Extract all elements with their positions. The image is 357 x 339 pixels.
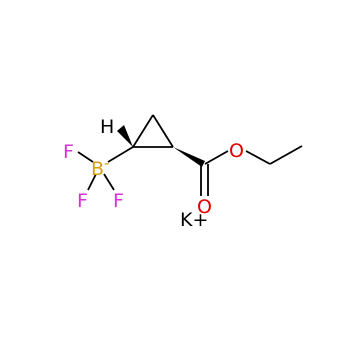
- atom-f-bottom-left: F: [77, 190, 88, 212]
- bond-ring-right: [152, 114, 174, 148]
- bond-b-f-bottom-right: [103, 173, 115, 191]
- atom-f-top: F: [63, 141, 74, 163]
- atom-f-bottom-right: F: [113, 190, 124, 212]
- atom-b-charge: -: [104, 154, 109, 172]
- atom-b: B: [91, 158, 104, 180]
- bond-ring-left: [132, 114, 154, 148]
- atom-k-plus: K+: [180, 209, 208, 231]
- atom-o-ester: O: [229, 140, 244, 162]
- bond-b-f-bottom-left: [87, 173, 97, 191]
- wedge-bond-h: [117, 125, 133, 147]
- bond-ch2-ch3: [269, 145, 303, 165]
- bond-c-o-ester: [204, 150, 229, 165]
- wedge-bond-ester: [173, 147, 205, 167]
- atom-o-carbonyl: O: [197, 196, 212, 218]
- bond-o-ch2: [245, 150, 271, 165]
- bond-b-f-top: [77, 151, 94, 163]
- atom-h: H: [100, 116, 114, 138]
- bond-c-b: [107, 146, 134, 163]
